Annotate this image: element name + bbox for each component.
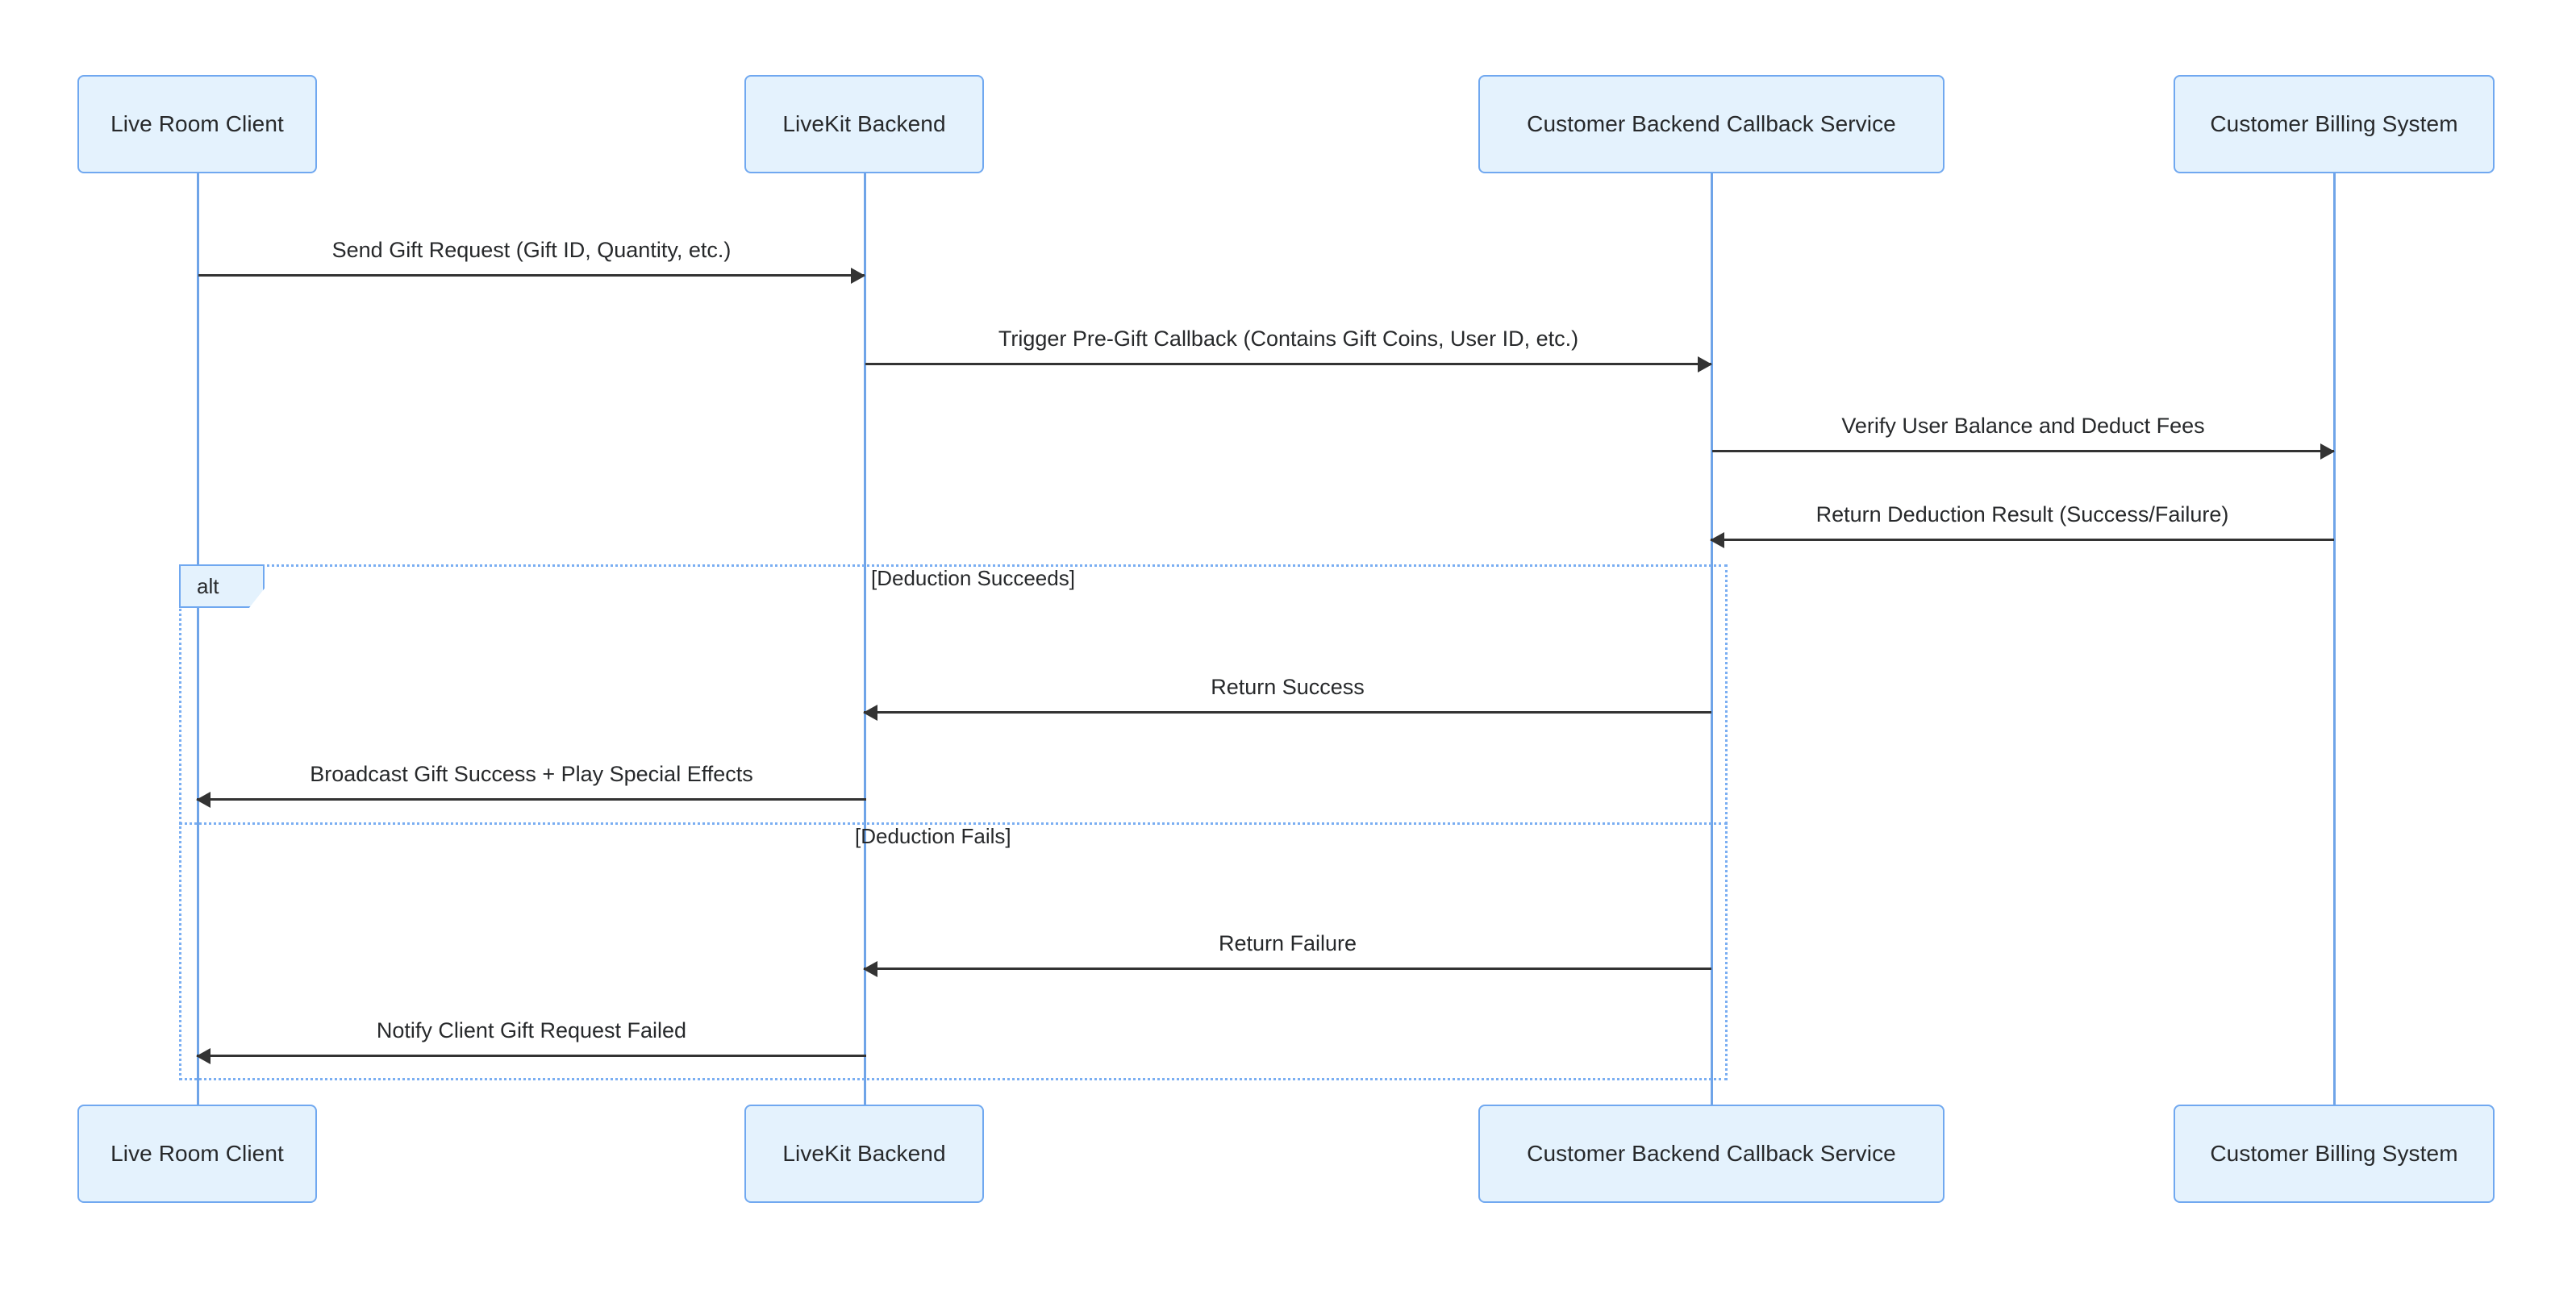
message-label: Trigger Pre-Gift Callback (Contains Gift…	[998, 327, 1579, 351]
arrowhead-right-icon	[2320, 443, 2335, 460]
participant-label: Live Room Client	[110, 111, 284, 136]
participant-box-client-top[interactable]: Live Room Client	[77, 75, 317, 173]
lifeline-callback	[1711, 173, 1713, 1105]
participant-box-billing-top[interactable]: Customer Billing System	[2174, 75, 2495, 173]
alt-fragment-tag-label: alt	[197, 573, 219, 598]
message-line	[864, 711, 1711, 714]
message-line	[1711, 539, 2334, 541]
message-label: Broadcast Gift Success + Play Special Ef…	[310, 762, 753, 786]
message-line	[864, 968, 1711, 970]
message-label: Return Success	[1211, 675, 1365, 699]
participant-label: Customer Billing System	[2210, 111, 2458, 136]
participant-box-livekit-top[interactable]: LiveKit Backend	[744, 75, 984, 173]
participant-label: Customer Billing System	[2210, 1141, 2458, 1166]
participant-label: LiveKit Backend	[782, 1141, 946, 1166]
arrowhead-right-icon	[851, 268, 865, 284]
alt-condition-fails: [Deduction Fails]	[855, 824, 1011, 848]
message-line	[197, 1055, 866, 1057]
arrowhead-left-icon	[196, 792, 210, 808]
participant-box-livekit-bottom[interactable]: LiveKit Backend	[744, 1105, 984, 1203]
lifeline-livekit	[864, 173, 866, 1105]
alt-fragment-divider	[179, 822, 1728, 825]
arrowhead-right-icon	[1698, 356, 1712, 372]
message-label: Verify User Balance and Deduct Fees	[1841, 414, 2205, 438]
message-line	[197, 798, 866, 801]
participant-box-callback-bottom[interactable]: Customer Backend Callback Service	[1478, 1105, 1945, 1203]
alt-condition-succeeds: [Deduction Succeeds]	[871, 566, 1075, 590]
message-label: Notify Client Gift Request Failed	[376, 1018, 687, 1042]
participant-label: Customer Backend Callback Service	[1527, 1141, 1896, 1166]
lifeline-billing	[2333, 173, 2336, 1105]
arrowhead-left-icon	[863, 705, 877, 721]
alt-fragment-tag: alt	[179, 564, 265, 608]
participant-box-client-bottom[interactable]: Live Room Client	[77, 1105, 317, 1203]
participant-box-callback-top[interactable]: Customer Backend Callback Service	[1478, 75, 1945, 173]
arrowhead-left-icon	[1710, 532, 1724, 548]
participant-label: Customer Backend Callback Service	[1527, 111, 1896, 136]
lifeline-client	[197, 173, 199, 1105]
participant-label: Live Room Client	[110, 1141, 284, 1166]
message-label: Return Failure	[1218, 931, 1357, 955]
message-line	[865, 363, 1711, 365]
message-line	[198, 274, 865, 277]
message-label: Send Gift Request (Gift ID, Quantity, et…	[331, 238, 732, 262]
participant-label: LiveKit Backend	[782, 111, 946, 136]
message-label: Return Deduction Result (Success/Failure…	[1815, 502, 2229, 526]
arrowhead-left-icon	[196, 1048, 210, 1064]
message-line	[1712, 450, 2334, 452]
arrowhead-left-icon	[863, 961, 877, 977]
participant-box-billing-bottom[interactable]: Customer Billing System	[2174, 1105, 2495, 1203]
